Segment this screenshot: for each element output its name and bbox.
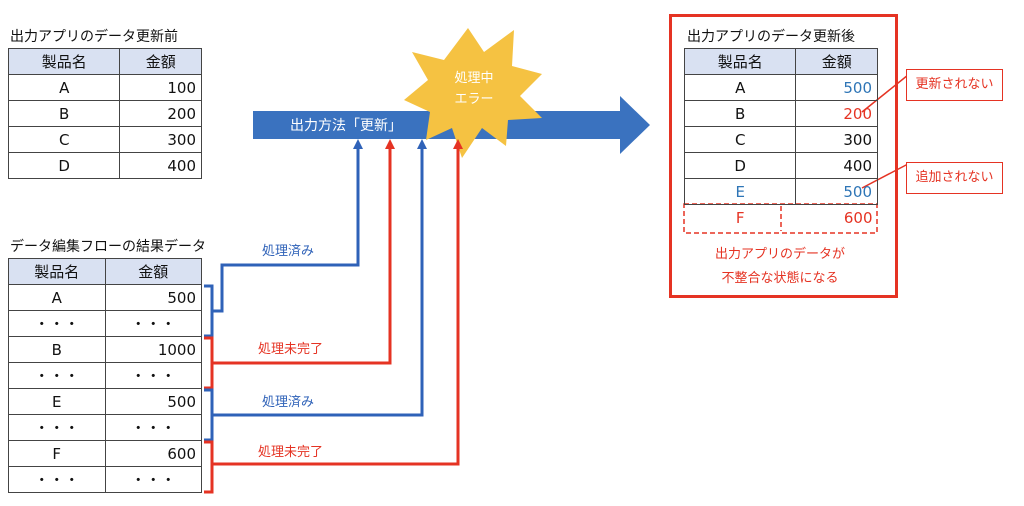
column-header: 金額 — [795, 48, 878, 75]
column-header: 金額 — [119, 48, 202, 75]
cell-amount: ・・・ — [104, 362, 202, 389]
callout-not-updated: 更新されない — [906, 69, 1003, 101]
error-burst — [404, 28, 542, 158]
cell-amount: 200 — [795, 100, 878, 127]
label-pending-1: 処理未完了 — [258, 342, 324, 357]
cell-amount: 400 — [795, 152, 878, 179]
cell-product: B — [8, 336, 106, 363]
table-row: ・・・・・・ — [8, 362, 202, 389]
inconsistency-note-line-1: 出力アプリのデータが — [714, 247, 845, 262]
column-header: 製品名 — [7, 48, 121, 75]
table-row: ・・・・・・ — [8, 310, 202, 337]
cell-product: E — [683, 178, 797, 205]
cell-product: ・・・ — [8, 310, 106, 337]
connector-pending-2 — [212, 147, 460, 466]
cell-product: ・・・ — [8, 466, 106, 493]
label-done-1: 処理済み — [262, 244, 315, 259]
cell-product: F — [8, 440, 106, 467]
cell-amount: 200 — [119, 100, 202, 127]
bracket-f — [204, 440, 214, 494]
cell-product: D — [683, 152, 797, 179]
cell-amount: 100 — [119, 74, 202, 101]
label-done-2: 処理済み — [262, 395, 315, 410]
cell-product: A — [7, 74, 121, 101]
cell-amount: ・・・ — [104, 414, 202, 441]
table-row: ・・・・・・ — [8, 414, 202, 441]
cell-amount: 500 — [795, 178, 878, 205]
cell-product: E — [8, 388, 106, 415]
flow-table-caption: データ編集フローの結果データ — [10, 239, 206, 255]
cell-amount: 600 — [104, 440, 202, 467]
cell-product: A — [683, 74, 797, 101]
connector-pending-1 — [212, 147, 392, 365]
cell-product: B — [683, 100, 797, 127]
cell-amount: 500 — [104, 388, 202, 415]
inconsistency-note-line-2: 不整合な状態になる — [721, 271, 839, 286]
cell-amount: 500 — [104, 284, 202, 311]
column-header: 製品名 — [683, 48, 797, 75]
bracket-a — [204, 284, 214, 338]
cell-product: ・・・ — [8, 362, 106, 389]
column-header: 製品名 — [8, 258, 106, 285]
cell-product: B — [7, 100, 121, 127]
cell-amount: ・・・ — [104, 310, 202, 337]
cell-amount: 300 — [795, 126, 878, 153]
label-pending-2: 処理未完了 — [258, 445, 324, 460]
cell-product: ・・・ — [8, 414, 106, 441]
connector-done-2 — [212, 147, 424, 417]
input-table-caption: 出力アプリのデータ更新前 — [10, 29, 178, 45]
output-table-caption: 出力アプリのデータ更新後 — [687, 29, 855, 45]
table-row: ・・・・・・ — [8, 466, 202, 493]
cell-product: C — [7, 126, 121, 153]
bracket-b — [204, 336, 214, 390]
cell-amount: ・・・ — [104, 466, 202, 493]
connector-done-1 — [212, 147, 360, 313]
callout-not-added: 追加されない — [906, 162, 1003, 194]
cell-product: C — [683, 126, 797, 153]
cell-amount: 400 — [119, 152, 202, 179]
output-frame — [669, 14, 898, 298]
cell-amount: 500 — [795, 74, 878, 101]
cell-product: F — [735, 208, 745, 227]
cell-amount: 1000 — [104, 336, 202, 363]
table-row: F 600 — [685, 205, 878, 231]
arrow-label: 出力方法「更新」 — [290, 118, 402, 134]
cell-amount: 300 — [119, 126, 202, 153]
cell-amount: 600 — [843, 208, 873, 227]
burst-line-1: 処理中 — [454, 71, 494, 86]
column-header: 金額 — [104, 258, 202, 285]
cell-product: A — [8, 284, 106, 311]
burst-line-2: エラー — [454, 92, 494, 107]
bracket-e — [204, 388, 214, 442]
cell-product: D — [7, 152, 121, 179]
